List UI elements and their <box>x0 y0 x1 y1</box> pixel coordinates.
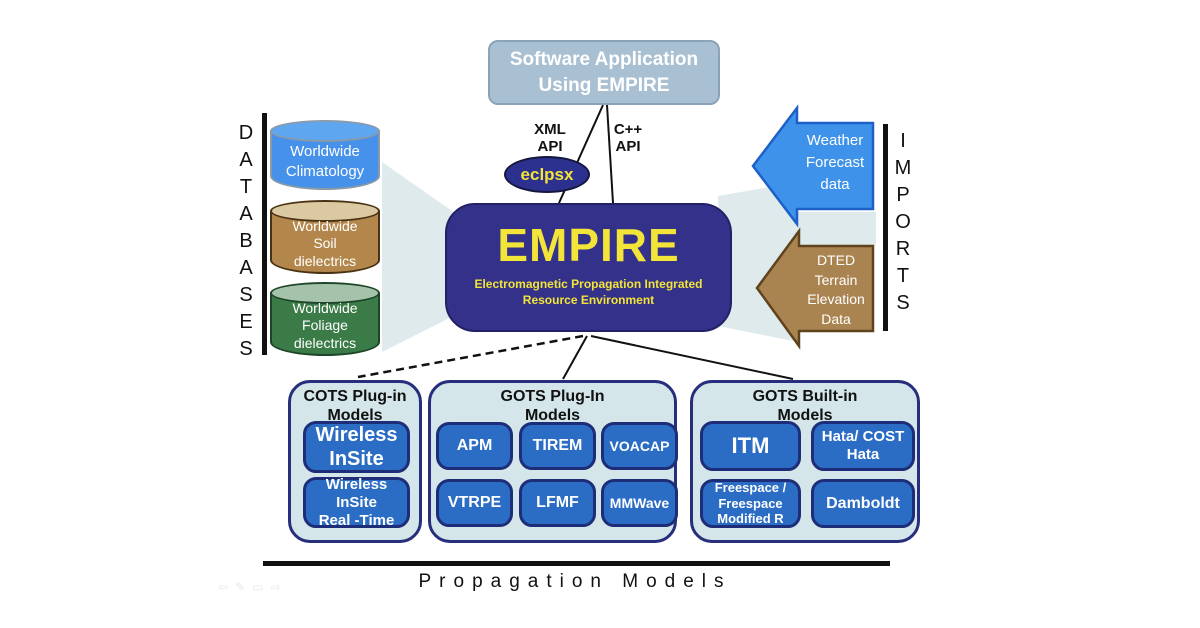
cylinder-label: Worldwide Climatology <box>285 142 365 180</box>
model-tirem: TIREM <box>519 422 596 470</box>
cylinder-top-ellipse <box>270 200 380 222</box>
model-wireless-insite-realtime: Wireless InSite Real -Time <box>303 476 410 529</box>
worldwide-soil-dielectrics-cylinder: Worldwide Soil dielectrics <box>270 200 380 274</box>
propagation-models-underline <box>263 561 890 566</box>
cylinder-label: Worldwide Soil dielectrics <box>292 217 358 269</box>
empire-to-gots-plugin-line <box>562 335 588 380</box>
worldwide-foliage-dielectrics-cylinder: Worldwide Foliage dielectrics <box>270 282 380 356</box>
model-wireless-insite: Wireless InSite <box>303 421 410 473</box>
model-vtrpe: VTRPE <box>436 479 513 527</box>
empire-core-box: EMPIRE Electromagnetic Propagation Integ… <box>445 203 732 332</box>
model-hata-cost-hata: Hata/ COST Hata <box>811 421 915 471</box>
panel-title: GOTS Plug-In Models <box>500 388 605 425</box>
model-apm: APM <box>436 422 513 470</box>
software-application-box: Software Application Using EMPIRE <box>488 40 720 105</box>
xml-api-label: XML API <box>534 121 566 156</box>
databases-divider-bar <box>262 113 267 355</box>
cylinder-top-ellipse <box>270 120 380 142</box>
weather-forecast-arrow-label: Weather Forecast data <box>805 132 865 193</box>
weather-import-arrow <box>751 104 875 228</box>
cpp-api-label: C++ API <box>613 121 643 156</box>
cylinder-label: Worldwide Foliage dielectrics <box>292 299 358 351</box>
slideshow-ghost-toolbar: ⇦ ✎ ▭ ⇨ <box>218 580 281 594</box>
previous-slide-icon[interactable]: ⇦ <box>218 580 229 594</box>
gots-plugin-models-panel: GOTS Plug-In Models APM TIREM VOACAP VTR… <box>428 380 678 543</box>
empire-subtitle: Electromagnetic Propagation Integrated R… <box>474 277 703 307</box>
model-damboldt: Damboldt <box>811 479 915 528</box>
worldwide-climatology-cylinder: Worldwide Climatology <box>270 120 380 190</box>
empire-title: EMPIRE <box>497 219 680 272</box>
cots-plugin-models-panel: COTS Plug-in Models Wireless InSite Wire… <box>288 380 422 543</box>
model-voacap: VOACAP <box>601 422 678 470</box>
imports-divider-bar <box>883 124 888 331</box>
cpp-api-connector-line <box>606 104 614 204</box>
eclpsx-node: eclpsx <box>504 156 590 193</box>
panel-title: GOTS Built-in Models <box>752 388 858 425</box>
dted-import-arrow <box>755 227 875 350</box>
model-freespace: Freespace / Freespace Modified R <box>700 479 801 528</box>
model-itm: ITM <box>700 421 801 471</box>
cylinder-top-ellipse <box>270 282 380 304</box>
dted-arrow-label: DTED Terrain Elevation Data <box>807 252 865 327</box>
model-mmwave: MMWave <box>601 479 678 527</box>
panel-title: COTS Plug-in Models <box>303 388 407 425</box>
model-lfmf: LFMF <box>519 479 596 527</box>
pen-icon[interactable]: ✎ <box>235 580 246 594</box>
propagation-models-label: Propagation Models <box>418 571 732 592</box>
slide-overview-icon[interactable]: ▭ <box>252 580 264 594</box>
empire-to-gots-builtin-line <box>590 335 794 380</box>
imports-vertical-label: IMPORTS <box>892 130 914 319</box>
right-funnel-band <box>745 212 876 245</box>
next-slide-icon[interactable]: ⇨ <box>270 580 281 594</box>
databases-vertical-label: DATABASES <box>235 122 257 365</box>
gots-builtin-models-panel: GOTS Built-in Models ITM Hata/ COST Hata… <box>690 380 920 543</box>
